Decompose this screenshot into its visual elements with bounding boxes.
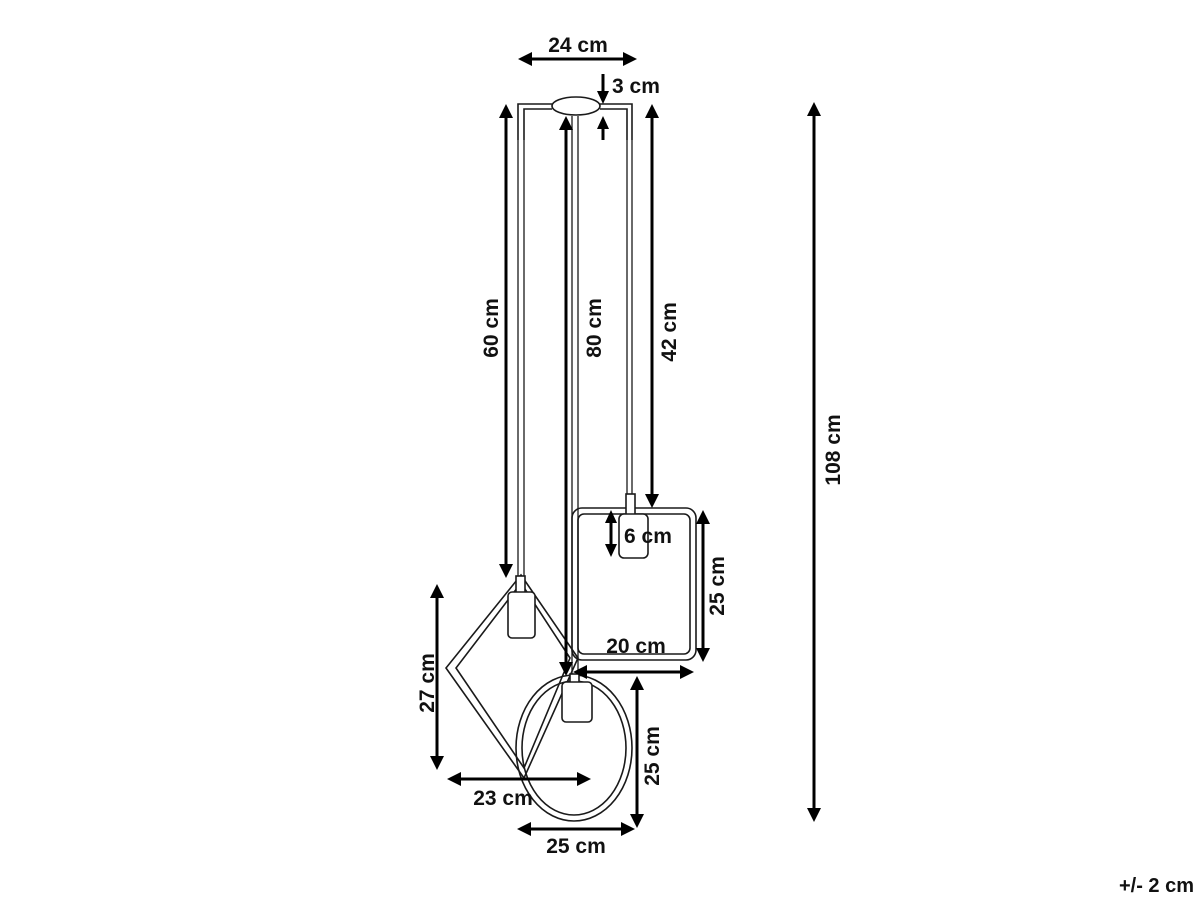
label-canopy-width: 24 cm [548,34,608,57]
dimension-lines [430,52,821,836]
diamond-socket [507,591,536,639]
dimension-canopy-width [518,52,637,66]
label-rectangle-width: 20 cm [606,635,666,658]
dimension-cord-left [499,104,513,578]
dimension-ring-height [630,676,644,828]
label-total-height: 108 cm [822,414,845,485]
label-rectangle-height: 25 cm [706,556,729,616]
cord-left [517,140,525,576]
label-cord-middle: 80 cm [583,298,606,358]
rectangle-socket-stem [625,493,636,517]
label-ring-width: 25 cm [546,835,606,858]
dimension-diamond-height [430,584,444,770]
dimension-canopy-height [597,74,609,140]
cord-right [626,140,633,498]
dimension-rectangle-height [696,510,710,662]
dimension-socket-height [605,510,617,557]
dimension-total-height [807,102,821,822]
label-diamond-width: 23 cm [473,787,533,810]
label-cord-left: 60 cm [480,298,503,358]
canopy-arm-right [600,103,633,140]
label-diamond-height: 27 cm [416,653,439,713]
dimension-rectangle-width [573,665,694,679]
cord-middle [571,116,579,676]
ceiling-canopy [551,96,601,116]
tolerance-note: +/- 2 cm [1119,875,1194,897]
label-canopy-height: 3 cm [612,75,660,98]
dimension-ring-width [517,822,635,836]
label-cord-right: 42 cm [658,302,681,362]
canopy-arm-left [517,103,552,140]
dimension-labels: 24 cm 3 cm 60 cm 80 cm 42 cm 108 cm 6 cm… [416,34,1194,897]
label-socket-height: 6 cm [624,525,672,548]
lamp-illustration [444,96,697,822]
dimension-cord-right [645,104,659,508]
ring-socket [561,681,593,723]
label-ring-height: 25 cm [641,726,664,786]
rectangle-socket [618,513,649,559]
dimension-cord-middle [559,116,573,676]
dimension-diamond-width [447,772,591,786]
